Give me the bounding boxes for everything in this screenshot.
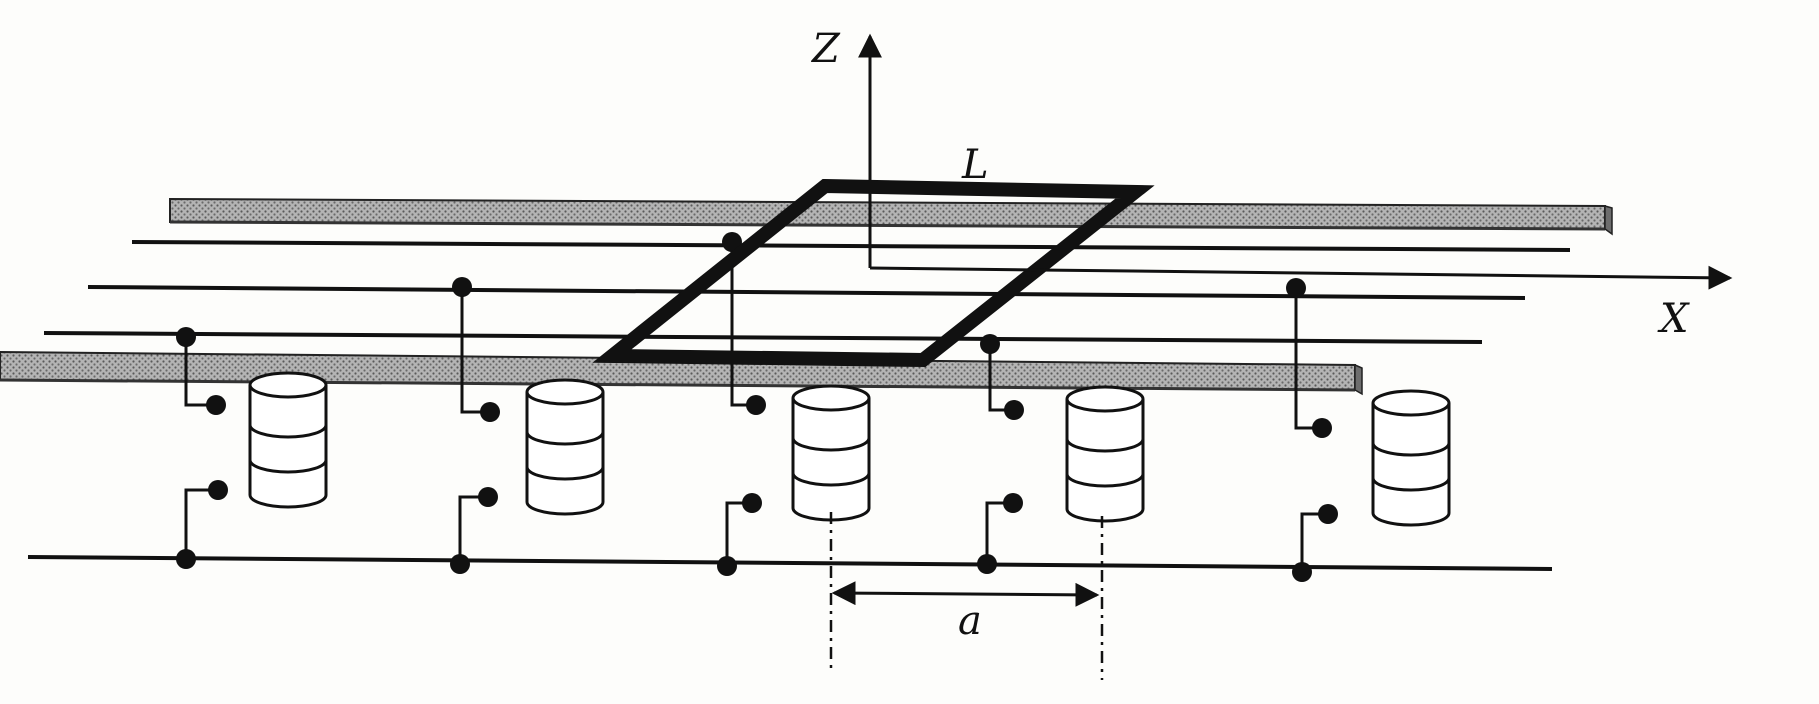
junction-dot [1003,493,1023,513]
x-axis-label: X [1657,296,1690,342]
junction-dot [722,232,742,252]
conductor-lines [27,240,1571,571]
junction-dot [206,395,226,415]
junction-dot [746,395,766,415]
junction-dot [176,549,196,569]
x-axis [869,265,1733,290]
junction-dot [478,487,498,507]
conductor-line [43,331,1483,344]
z-axis-label: Z [810,26,841,72]
junction-dots [176,232,1338,582]
conductor-line [131,240,1571,252]
junction-dot [977,554,997,574]
coil-stack [525,378,605,516]
junction-dot [450,554,470,574]
back-rail [169,197,1613,236]
spacing-label: a [958,598,982,644]
junction-dot [452,277,472,297]
conductor-line [87,285,1526,300]
junction-dot [1004,400,1024,420]
junction-dot [480,402,500,422]
junction-dot [742,493,762,513]
coil-stack [248,371,328,509]
junction-dot [1312,418,1332,438]
junction-dot [717,556,737,576]
junction-dot [1286,278,1306,298]
coil-stack [1065,385,1145,523]
loop-L [592,178,1155,368]
coil-stack [791,384,871,522]
junction-dot [208,480,228,500]
conductor-line [27,555,1553,571]
junction-dot [1292,562,1312,582]
coil-stacks [248,371,1451,527]
junction-dot [176,327,196,347]
spacing-dimension [829,512,1104,680]
loop-label: L [961,142,989,188]
junction-dot [1318,504,1338,524]
junction-dot [980,334,1000,354]
coil-stack [1371,389,1451,527]
